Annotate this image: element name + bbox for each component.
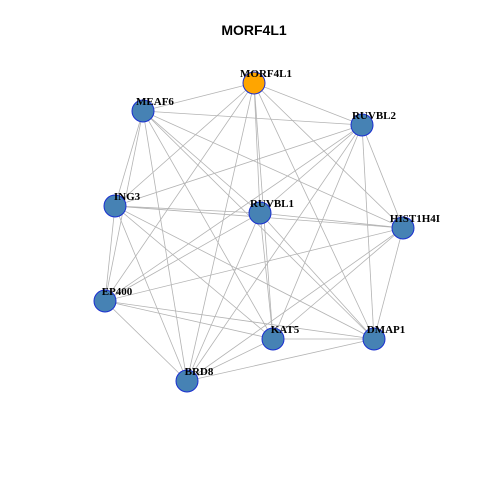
edge-meaf6-hist1h4i [142,110,404,229]
node-label-ruvbl1: RUVBL1 [250,198,294,210]
edge-hist1h4i-ep400 [104,227,404,302]
node-label-hist1h4i: HIST1H4I [390,213,440,225]
edge-ep400-brd8 [104,300,188,382]
edge-ep400-kat5 [104,300,274,340]
diagram-title: MORF4L1 [221,22,287,38]
edges-layer [104,82,404,382]
edge-meaf6-ruvbl2 [142,110,363,126]
edge-meaf6-ing3 [114,110,144,207]
edge-hist1h4i-kat5 [272,227,404,340]
edge-meaf6-dmap1 [142,110,375,340]
edge-ruvbl2-ing3 [114,124,363,207]
edge-ing3-dmap1 [114,205,375,340]
node-label-kat5: KAT5 [271,324,300,336]
edge-ruvbl1-kat5 [259,212,274,340]
edge-meaf6-ruvbl1 [142,110,261,214]
edge-kat5-brd8 [186,338,274,382]
node-dmap1[interactable] [362,327,386,351]
edge-ruvbl1-dmap1 [259,212,375,340]
node-label-ruvbl2: RUVBL2 [352,110,397,122]
node-morf4l1[interactable] [242,71,266,95]
edge-meaf6-kat5 [142,110,274,340]
edge-ruvbl2-dmap1 [361,124,375,340]
edge-ruvbl2-hist1h4i [361,124,404,229]
edge-hist1h4i-brd8 [186,227,404,382]
edge-morf4l1-ruvbl1 [253,82,261,214]
edge-ing3-brd8 [114,205,188,382]
edge-dmap1-brd8 [186,338,375,382]
edge-ing3-kat5 [114,205,274,340]
node-label-meaf6: MEAF6 [136,96,174,108]
node-brd8[interactable] [175,369,199,393]
edge-ruvbl1-brd8 [186,212,261,382]
edge-ing3-ep400 [104,205,116,302]
node-label-morf4l1: MORF4L1 [240,68,292,80]
node-ruvbl2[interactable] [350,113,374,137]
edge-ruvbl1-ep400 [104,212,261,302]
nodes-layer [93,71,415,393]
edge-ruvbl2-ruvbl1 [259,124,363,214]
node-label-dmap1: DMAP1 [367,324,406,336]
node-ing3[interactable] [103,194,127,218]
node-label-ep400: EP400 [102,286,133,298]
edge-morf4l1-hist1h4i [253,82,404,229]
edge-ep400-dmap1 [104,300,375,340]
node-hist1h4i[interactable] [391,216,415,240]
edge-meaf6-brd8 [142,110,188,382]
node-meaf6[interactable] [131,99,155,123]
edge-morf4l1-dmap1 [253,82,375,340]
node-ruvbl1[interactable] [248,201,272,225]
node-label-ing3: ING3 [114,191,141,203]
edge-hist1h4i-dmap1 [373,227,404,340]
edge-morf4l1-ruvbl2 [253,82,363,126]
node-kat5[interactable] [261,327,285,351]
edge-ruvbl2-brd8 [186,124,363,382]
edge-morf4l1-ing3 [114,82,255,207]
node-ep400[interactable] [93,289,117,313]
edge-ruvbl2-kat5 [272,124,363,340]
edge-morf4l1-ep400 [104,82,255,302]
edge-morf4l1-meaf6 [142,82,255,112]
edge-ruvbl2-ep400 [104,124,363,302]
edge-ruvbl1-hist1h4i [259,212,404,229]
edge-ing3-ruvbl1 [114,205,261,214]
edge-morf4l1-brd8 [186,82,255,382]
node-label-brd8: BRD8 [185,366,214,378]
